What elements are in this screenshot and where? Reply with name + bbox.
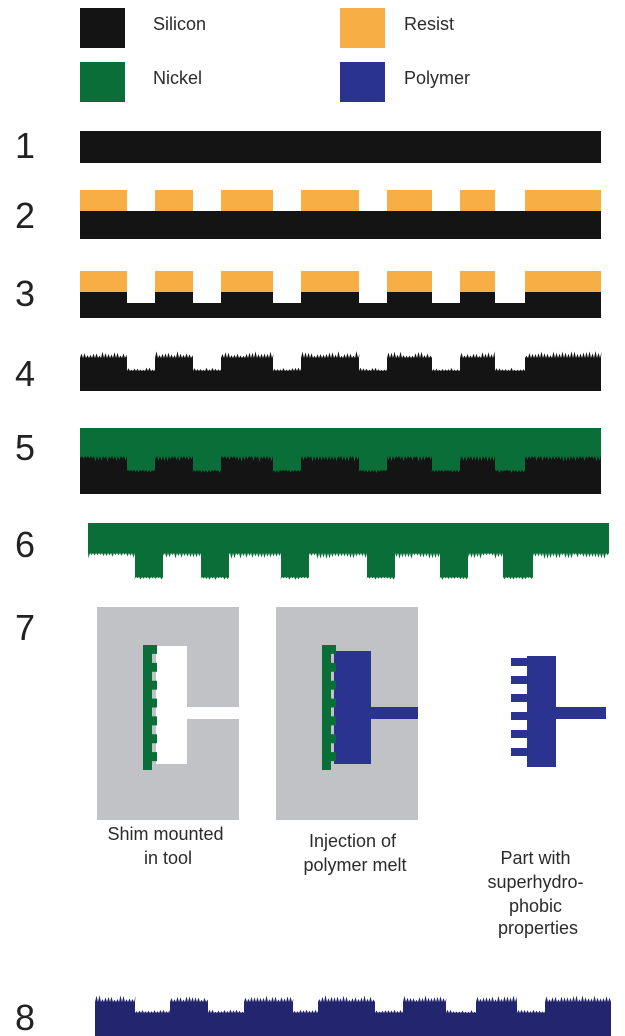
legend-label-polymer: Polymer (404, 68, 470, 88)
step-number-8: 8 (15, 997, 35, 1036)
mold-cavity (156, 646, 187, 764)
step4-rough-silicon (80, 351, 602, 391)
legend: Silicon Resist Nickel Polymer (80, 8, 470, 102)
part-body (527, 656, 556, 767)
legend-swatch-silicon (80, 8, 125, 48)
step-number-4: 4 (15, 353, 35, 394)
step6-nickel-shim (88, 523, 609, 580)
step1-silicon-wafer (80, 131, 601, 163)
legend-label-nickel: Nickel (153, 68, 202, 88)
step-number-5: 5 (15, 427, 35, 468)
step3-resist-pattern (80, 271, 601, 292)
step7-injection (276, 607, 418, 820)
legend-swatch-polymer (340, 62, 385, 102)
step5-nickel-on-silicon (80, 428, 601, 494)
nickel-shim-mounted (143, 645, 157, 770)
legend-swatch-resist (340, 8, 385, 48)
step-number-7: 7 (15, 607, 35, 648)
legend-swatch-nickel (80, 62, 125, 102)
step3-silicon-etched-layer (80, 292, 601, 318)
step2-silicon-layer (80, 211, 601, 239)
step2-resist-pattern (80, 190, 601, 211)
legend-label-resist: Resist (404, 14, 454, 34)
caption-shim-mounted: Shim mounted in tool (107, 824, 228, 868)
caption-part: Part with superhydro- phobic properties (487, 848, 588, 938)
step8-polymer-replica (95, 995, 611, 1036)
step-number-6: 6 (15, 524, 35, 565)
caption-injection: Injection of polymer melt (303, 831, 406, 875)
part-stem (556, 707, 606, 719)
legend-label-silicon: Silicon (153, 14, 206, 34)
step-number-2: 2 (15, 195, 35, 236)
step7-shim-in-tool (97, 607, 239, 820)
step-number-1: 1 (15, 125, 35, 166)
step7-molded-part (511, 656, 606, 767)
step5-nickel-layer (80, 428, 601, 473)
step2-resist-on-silicon (80, 190, 601, 239)
polymer-melt-cavity (334, 651, 371, 764)
polymer-sprue (371, 707, 418, 719)
step-number-3: 3 (15, 273, 35, 314)
part-surface-structures (511, 658, 527, 756)
nickel-shim-in-tool (322, 645, 336, 770)
step3-etched-silicon (80, 271, 601, 318)
